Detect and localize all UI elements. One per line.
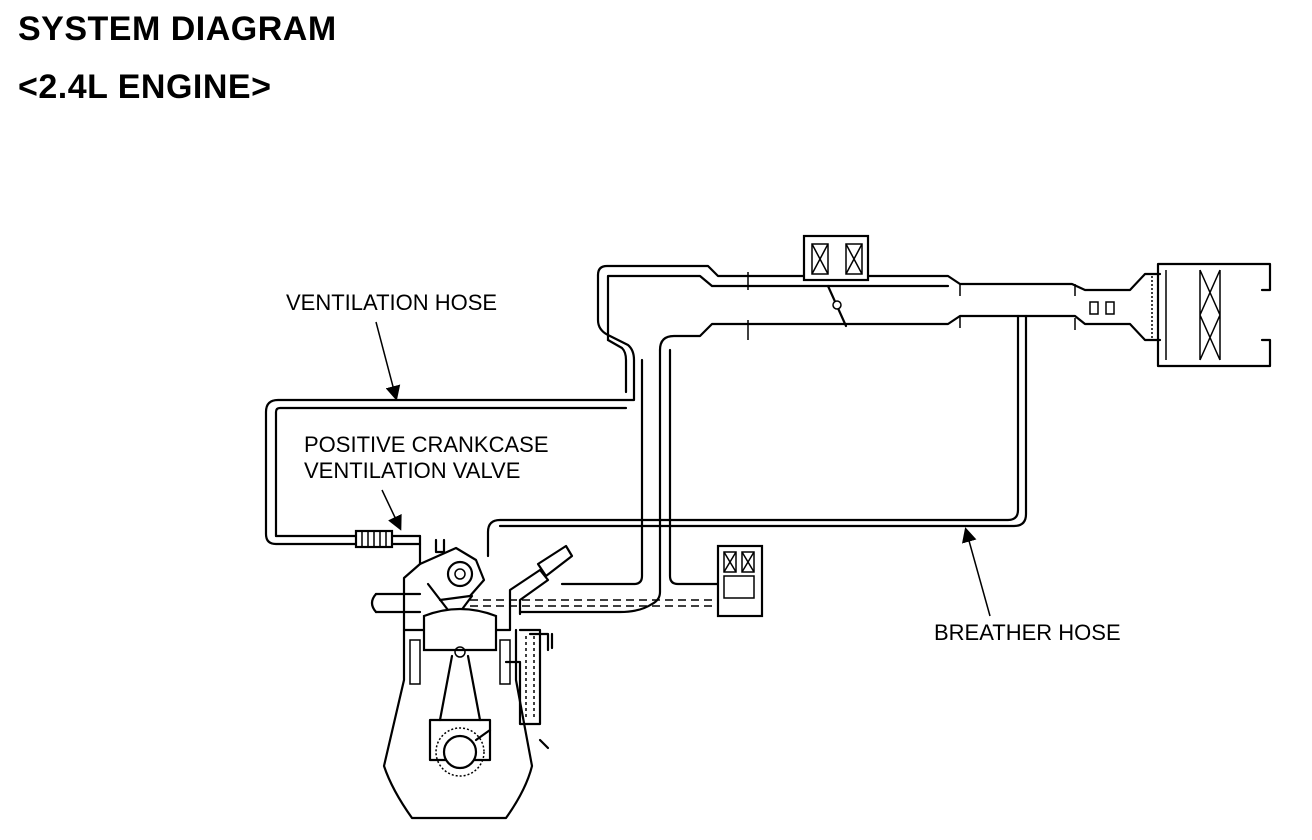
breather-hose-label: BREATHER HOSE bbox=[934, 620, 1121, 645]
diagram-title: SYSTEM DIAGRAM bbox=[18, 10, 337, 48]
ventilation-hose bbox=[264, 273, 644, 586]
engine-cross-section bbox=[370, 534, 574, 820]
engine-subtitle: <2.4L ENGINE> bbox=[18, 68, 272, 106]
intake-duct bbox=[596, 264, 1162, 352]
breather-hose bbox=[486, 314, 1028, 614]
air-cleaner bbox=[1151, 262, 1272, 368]
ventilation-hose-label: VENTILATION HOSE bbox=[286, 290, 497, 315]
pcv-valve-label-line2: VENTILATION VALVE bbox=[304, 458, 520, 483]
pcv-valve-leader bbox=[381, 489, 402, 531]
throttle-body bbox=[802, 234, 870, 328]
pcv-valve bbox=[354, 529, 422, 549]
pcv-valve-label-line1: POSITIVE CRANKCASE bbox=[304, 432, 549, 457]
ventilation-hose-leader bbox=[375, 321, 401, 401]
breather-hose-leader bbox=[962, 527, 991, 617]
control-valve bbox=[470, 544, 764, 618]
intake-sensor bbox=[1089, 301, 1115, 315]
